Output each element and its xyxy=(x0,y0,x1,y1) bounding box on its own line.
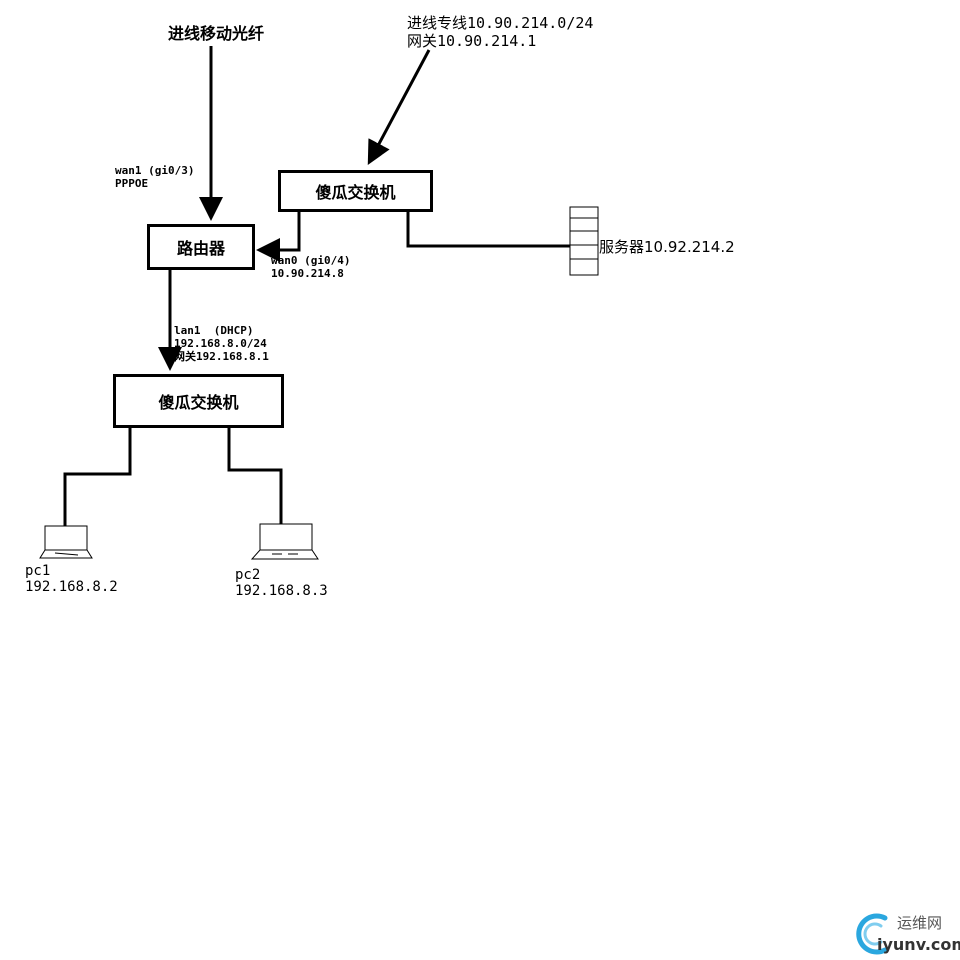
switch-bottom-label: 傻瓜交换机 xyxy=(158,393,239,412)
router-label: 路由器 xyxy=(176,239,225,258)
lan1-port-label: lan1 (DHCP) xyxy=(174,324,254,337)
watermark: 运维网 iyunv.com xyxy=(855,910,960,958)
switch-server-link xyxy=(406,210,570,248)
mobile-fiber-label: 进线移动光纤 xyxy=(168,24,265,43)
pc1-name: pc1 xyxy=(25,563,51,579)
pc2-ip: 192.168.8.3 xyxy=(235,583,328,599)
watermark-logo-icon xyxy=(856,913,888,955)
pc2-name: pc2 xyxy=(235,567,261,583)
switch-bottom: 傻瓜交换机 xyxy=(113,374,284,428)
server-label: 服务器10.92.214.2 xyxy=(599,238,735,256)
laptop-icon-pc2 xyxy=(250,523,319,560)
pc1-ip: 192.168.8.2 xyxy=(25,579,118,595)
server-icon xyxy=(569,206,599,276)
wan0-port-label: wan0 (gi0/4) xyxy=(271,254,351,267)
switch-top-label: 傻瓜交换机 xyxy=(315,183,396,202)
dedicated-gateway-label: 网关10.90.214.1 xyxy=(407,32,537,50)
switch-router-link xyxy=(256,210,301,262)
dedicated-line-label: 进线专线10.90.214.0/24 xyxy=(407,14,594,32)
laptop-icon-pc1 xyxy=(39,525,93,559)
wan0-ip-label: 10.90.214.8 xyxy=(271,267,344,280)
watermark-en: iyunv.com xyxy=(877,935,960,954)
watermark-cn: 运维网 xyxy=(897,914,943,932)
dedicated-line-arrow xyxy=(367,49,431,165)
wan1-port-label: wan1 (gi0/3) xyxy=(115,164,195,177)
lan1-subnet-label: 192.168.8.0/24 xyxy=(174,337,267,350)
switch-pc1-link xyxy=(63,426,132,526)
lan1-gateway-label: 网关192.168.8.1 xyxy=(174,350,269,363)
switch-top: 傻瓜交换机 xyxy=(278,170,433,212)
switch-pc2-link xyxy=(227,426,283,524)
router: 路由器 xyxy=(147,224,255,270)
wan1-type-label: PPPOE xyxy=(115,177,149,190)
